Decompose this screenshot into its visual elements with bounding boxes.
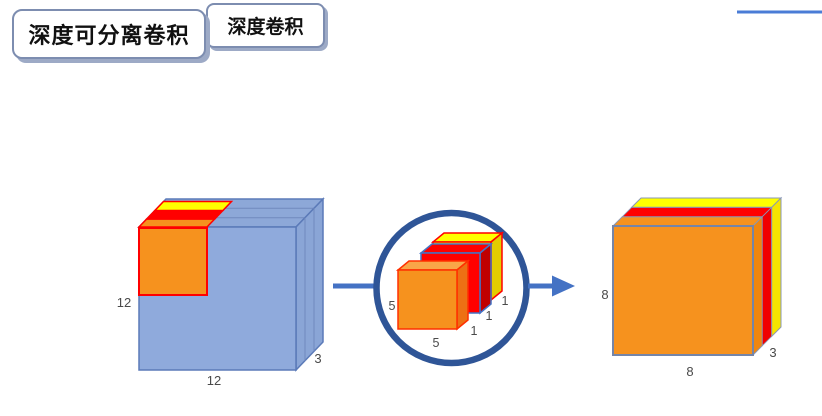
output-side-band-yellow	[771, 196, 782, 338]
patch-strip-channel1-orange	[137, 218, 217, 228]
input-depth-label: 3	[314, 351, 321, 366]
output-width-label: 8	[686, 364, 693, 379]
kernel-middle-depth-label: 1	[486, 309, 493, 323]
output-side-band-red	[761, 206, 773, 347]
kernel-front-side-face	[456, 259, 469, 331]
input-patch-5x5	[138, 227, 208, 296]
tab-depthwise-separable-conv-label: 深度可分离卷积	[28, 23, 190, 48]
kernel-front-orange	[395, 259, 471, 331]
input-cube: 12 12 3	[117, 197, 325, 388]
output-side-band-orange	[752, 215, 763, 357]
arrow-right-icon	[528, 275, 575, 297]
input-cube-side-face	[295, 197, 324, 372]
kernel-stack: 5 5 1 1 1	[389, 231, 509, 350]
output-cube: 8 8 3	[601, 196, 783, 379]
kernel-back-side-face	[490, 231, 503, 302]
output-depth-label: 3	[769, 345, 776, 360]
kernel-front-depth-label: 1	[471, 324, 478, 338]
input-width-label: 12	[207, 373, 221, 388]
output-top-band-yellow	[630, 197, 783, 208]
kernel-height-label: 5	[389, 299, 396, 313]
tab-depthwise-conv-label: 深度卷积	[227, 17, 304, 38]
output-top-band-red	[621, 206, 773, 218]
patch-strip-channel2-red	[144, 209, 225, 220]
tab-depthwise-separable-conv: 深度可分离卷积	[12, 9, 206, 59]
tab-depthwise-conv: 深度卷积	[206, 3, 325, 48]
kernel-back-depth-label: 1	[502, 294, 509, 308]
kernel-width-label: 5	[433, 336, 440, 350]
output-height-label: 8	[601, 287, 608, 302]
kernel-front-face	[397, 269, 458, 330]
kernel-middle-side-face	[479, 242, 492, 315]
output-front-face	[612, 225, 754, 356]
patch-strip-channel3-yellow	[153, 200, 234, 212]
output-top-band-orange	[611, 216, 764, 227]
input-height-label: 12	[117, 295, 131, 310]
